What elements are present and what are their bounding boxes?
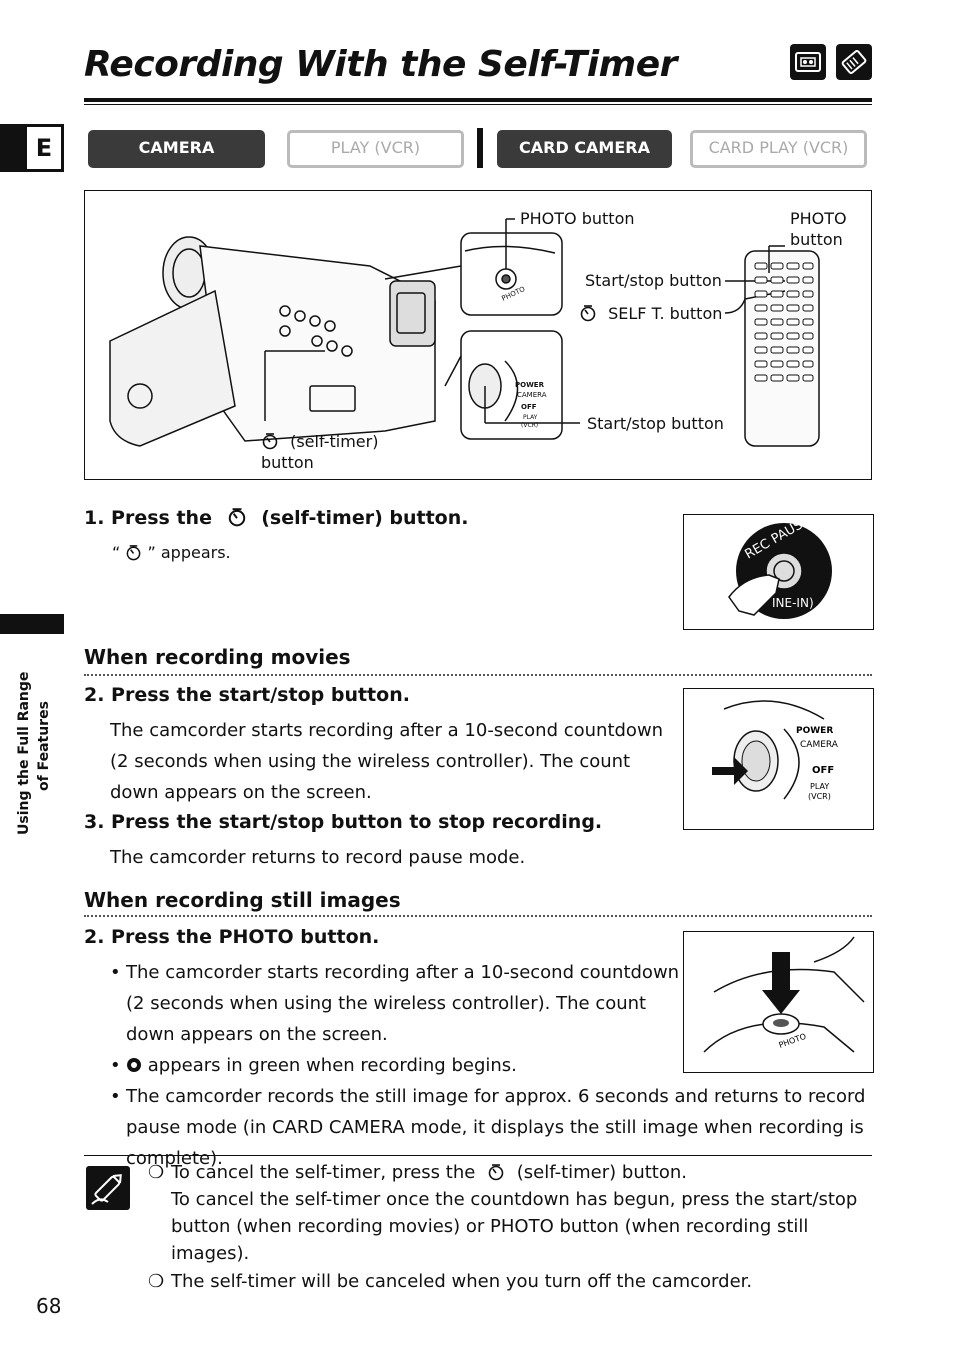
note2-text: The self-timer will be canceled when you… xyxy=(171,1271,753,1292)
remote-self-t-text: SELF T. button xyxy=(608,304,723,323)
section-tab xyxy=(0,614,64,634)
self-timer-label-text: (self-timer) xyxy=(290,432,379,451)
fig-vcr-text: (VCR) xyxy=(808,792,831,801)
step1-title: 1. Press the (self-timer) button. xyxy=(84,507,468,529)
dial-camera-text: CAMERA xyxy=(517,391,547,399)
still-bullet3-text: The camcorder records the still image fo… xyxy=(126,1086,866,1169)
note-bullet-icon: ❍ xyxy=(148,1162,165,1183)
page-title: Recording With the Self-Timer xyxy=(84,44,677,85)
dial-vcr-text: (VCR) xyxy=(521,422,538,429)
note1: ❍ To cancel the self-timer, press the (s… xyxy=(148,1159,872,1267)
dial-play-text: PLAY xyxy=(523,414,538,421)
movies-step3-title: 3. Press the start/stop button to stop r… xyxy=(84,811,603,833)
bullet-marker: • xyxy=(110,1086,121,1107)
dial-off-text: OFF xyxy=(521,403,537,411)
section-label-line2: of Features xyxy=(36,701,52,791)
still-bullet3: • The camcorder records the still image … xyxy=(110,1081,872,1174)
mode-card-play-vcr: CARD PLAY (VCR) xyxy=(690,130,867,168)
step1-appears: “ ” appears. xyxy=(112,543,231,562)
mode-play-vcr: PLAY (VCR) xyxy=(287,130,464,168)
dotted-divider xyxy=(84,915,872,917)
record-icon xyxy=(126,1055,142,1076)
movies-step2-body: The camcorder starts recording after a 1… xyxy=(110,720,664,803)
remote-start-stop-label: Start/stop button xyxy=(585,271,722,290)
note-bullet-icon: ❍ xyxy=(148,1271,165,1292)
still-bullet1-text: The camcorder starts recording after a 1… xyxy=(126,962,680,1045)
self-timer-icon xyxy=(579,304,602,323)
mode-card-camera: CARD CAMERA xyxy=(497,130,672,168)
language-label: E xyxy=(26,126,62,170)
section-label-line1: Using the Full Range xyxy=(16,671,32,835)
step1-prefix: 1. Press the xyxy=(84,507,212,529)
dial-power-text: POWER xyxy=(515,381,545,389)
self-timer-icon xyxy=(487,1162,511,1183)
fig-camera-text: CAMERA xyxy=(800,740,839,750)
camcorder-illustration: POWER CAMERA OFF PLAY (VCR) PHOTO xyxy=(109,218,820,447)
section-label: Using the Full Range of Features xyxy=(14,672,54,835)
start-stop-label: Start/stop button xyxy=(587,414,724,433)
note2: ❍ The self-timer will be canceled when y… xyxy=(148,1268,872,1295)
photo-button-figure: PHOTO xyxy=(683,931,874,1073)
remote-photo-label-1: PHOTO xyxy=(790,209,847,228)
camcorder-diagram: POWER CAMERA OFF PLAY (VCR) PHOTO PHOTO … xyxy=(84,190,872,480)
title-rule xyxy=(84,98,872,102)
note-pen-icon xyxy=(86,1166,130,1210)
tape-icon xyxy=(790,44,826,80)
note1-text-b: (self-timer) button. xyxy=(516,1162,687,1183)
appears-text: ” appears. xyxy=(147,543,231,562)
quote-open: “ xyxy=(112,543,121,562)
still-bullet2: • appears in green when recording begins… xyxy=(110,1050,710,1081)
movies-step2-title: 2. Press the start/stop button. xyxy=(84,684,410,706)
card-icon xyxy=(836,44,872,80)
note-rule xyxy=(84,1155,872,1156)
self-timer-label-2: button xyxy=(261,453,314,472)
remote-photo-label-2: button xyxy=(790,230,843,249)
self-timer-icon xyxy=(227,507,254,529)
movies-heading: When recording movies xyxy=(84,645,351,669)
still-step2-title: 2. Press the PHOTO button. xyxy=(84,926,380,948)
still-bullet2-text: appears in green when recording begins. xyxy=(147,1055,517,1076)
photo-button-label: PHOTO button xyxy=(520,209,635,228)
bullet-marker: • xyxy=(110,962,121,983)
title-rule-thin xyxy=(84,104,872,105)
note1-text-c: To cancel the self-timer once the countd… xyxy=(171,1189,858,1264)
note1-text-a: To cancel the self-timer, press the xyxy=(171,1162,476,1183)
start-stop-figure: POWER CAMERA OFF PLAY (VCR) xyxy=(683,688,874,830)
still-bullet1: • The camcorder starts recording after a… xyxy=(110,957,680,1050)
remote-self-t-label: SELF T. button xyxy=(579,304,722,323)
bullet-marker: • xyxy=(110,1055,121,1076)
dotted-divider xyxy=(84,674,872,676)
mode-divider xyxy=(477,128,483,168)
self-timer-button-figure: REC PAUSE INE-IN) xyxy=(683,513,874,630)
fig-off-text: OFF xyxy=(812,765,834,776)
mode-camera: CAMERA xyxy=(88,130,265,168)
self-timer-label-1: (self-timer) xyxy=(261,432,378,451)
fig-power-text: POWER xyxy=(796,726,833,736)
line-in-text: INE-IN) xyxy=(772,596,814,610)
movies-step3-body: The camcorder returns to record pause mo… xyxy=(110,847,526,868)
still-heading: When recording still images xyxy=(84,888,401,912)
fig-play-text: PLAY xyxy=(810,782,829,791)
page-number: 68 xyxy=(36,1294,62,1318)
self-timer-icon xyxy=(125,543,147,562)
step1-suffix: (self-timer) button. xyxy=(261,507,469,529)
self-timer-icon xyxy=(261,432,284,451)
